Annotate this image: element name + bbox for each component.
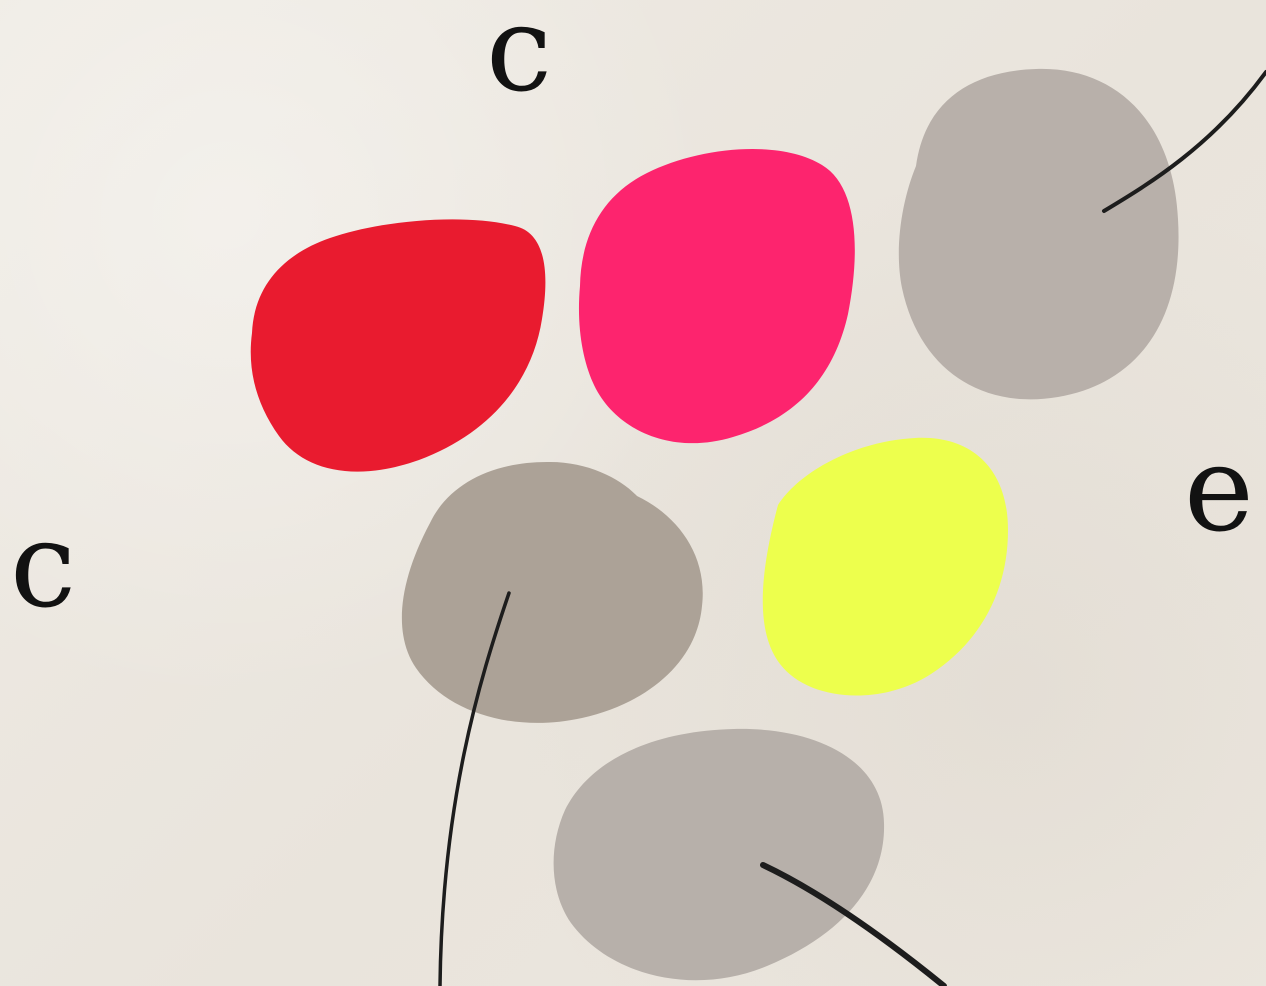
gray-top-right-blob — [899, 69, 1179, 399]
pink-blob — [579, 149, 855, 443]
red-blob — [251, 219, 546, 471]
gray-left-blob — [402, 462, 703, 723]
yellow-blob — [763, 438, 1008, 696]
gray-bottom-blob — [554, 729, 884, 980]
